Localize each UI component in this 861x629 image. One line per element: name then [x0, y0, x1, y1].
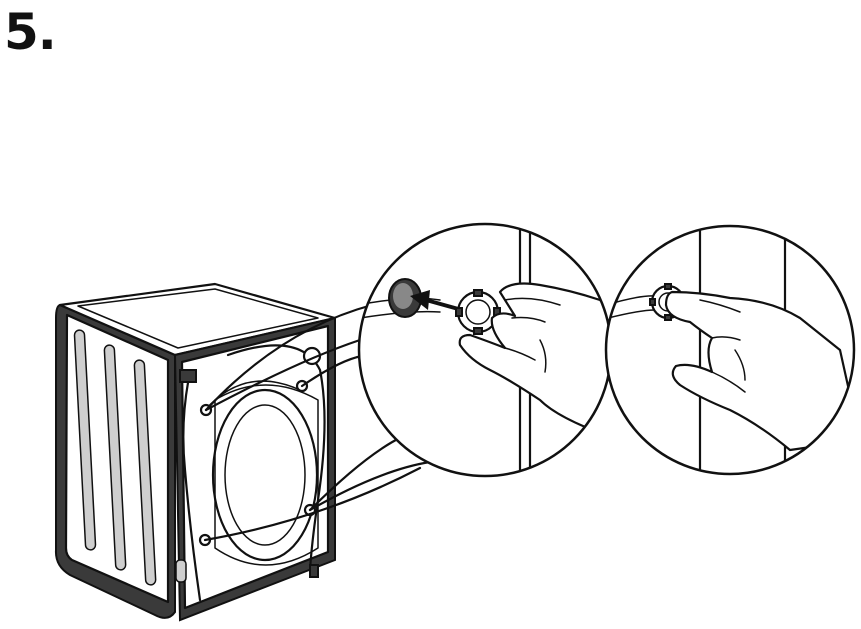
hole-cover-cap-icon [455, 289, 501, 335]
hand-icon [664, 290, 854, 452]
transit-bolt-hole-icon [388, 278, 422, 318]
hand-icon [458, 282, 611, 442]
magnifier-callout-icon [357, 222, 613, 478]
step-number: 5. [4, 3, 57, 61]
washing-machine-rear-icon [54, 282, 337, 622]
magnifier-callout-icon [604, 224, 856, 476]
